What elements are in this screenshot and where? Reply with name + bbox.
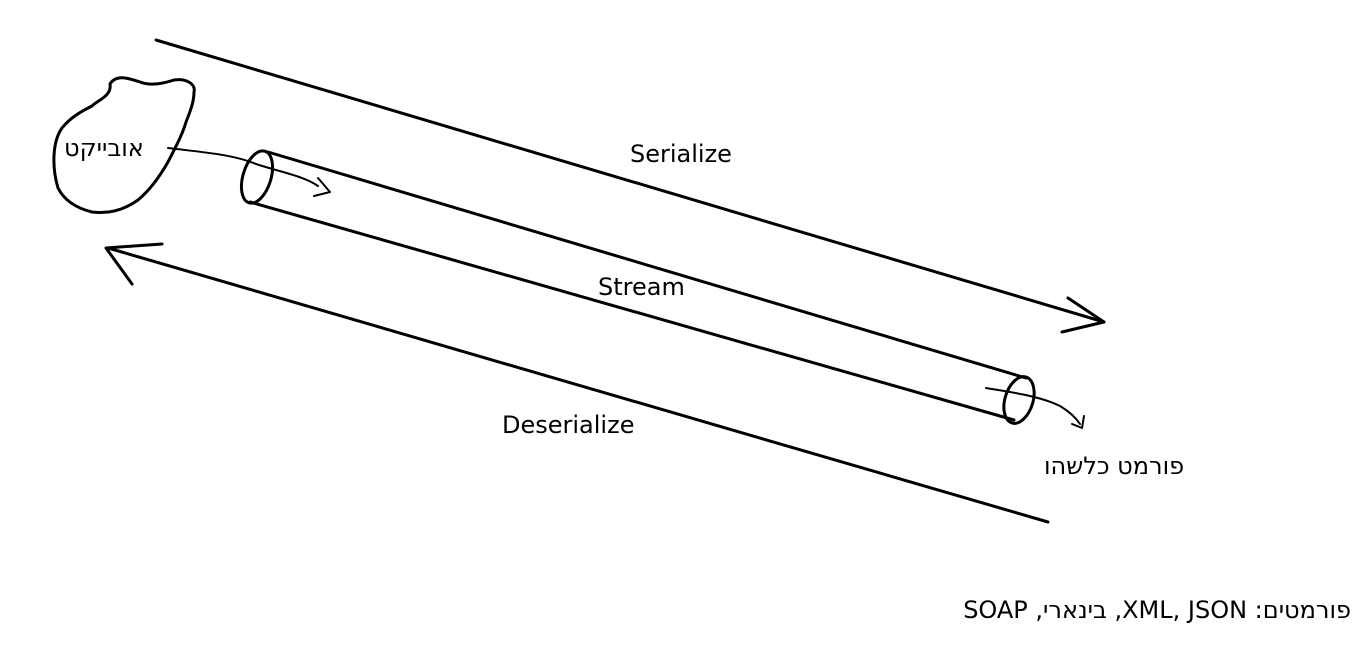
object-to-stream-arrowhead [313, 177, 331, 197]
formats-list-label: פורמטים: XML, JSON, בינארי, SOAP [963, 596, 1351, 624]
serialize-arrowhead [1060, 296, 1106, 334]
deserialize-arrow-line [106, 246, 1050, 524]
stream-label: Stream [598, 273, 685, 301]
stream-tube-start-end [239, 149, 275, 205]
object-blob [52, 76, 196, 214]
object-label: אובייקט [64, 134, 144, 162]
some-format-label: פורמט כלשהו [1044, 452, 1185, 480]
object-to-stream-arrow [167, 147, 319, 187]
stream-exit-arrowhead [1071, 415, 1085, 429]
stream-tube-bottom [248, 200, 1016, 422]
stream-tube-finish-end [1002, 375, 1036, 425]
stream-exit-arrow [985, 387, 1081, 425]
stream-tube-top [266, 150, 1028, 380]
deserialize-label: Deserialize [502, 411, 635, 439]
deserialize-arrowhead [104, 242, 164, 286]
serialize-label: Serialize [630, 140, 732, 168]
serialize-arrow-line [154, 38, 1106, 324]
